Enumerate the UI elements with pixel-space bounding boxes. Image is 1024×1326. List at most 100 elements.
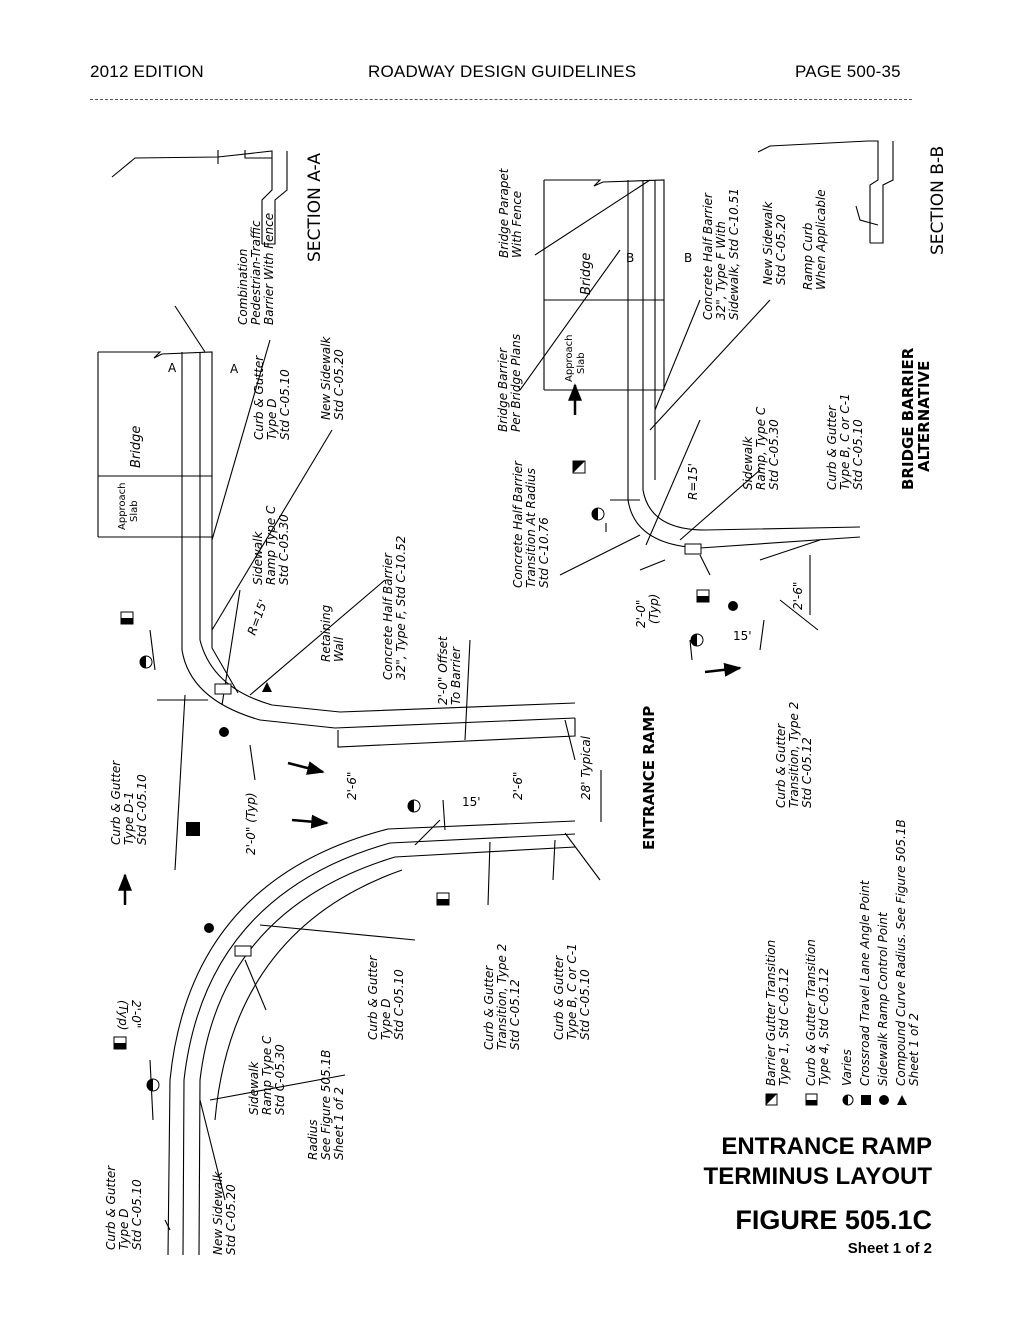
bridge-barrier-alternative-label: BRIDGE BARRIER ALTERNATIVE bbox=[899, 347, 933, 490]
svg-text:Curb & Gutter: Curb & Gutter bbox=[552, 955, 566, 1040]
svg-text:Std C-05.30: Std C-05.30 bbox=[273, 1044, 287, 1115]
svg-text:32", Type F, Std C-10.52: 32", Type F, Std C-10.52 bbox=[394, 536, 408, 680]
ramp-detail-icon bbox=[234, 945, 252, 957]
fifteen-ft-b-label: 15' bbox=[733, 629, 752, 643]
svg-text:Slab: Slab bbox=[576, 352, 587, 374]
svg-text:Bridge Barrier: Bridge Barrier bbox=[496, 347, 510, 432]
sidewalk-ramp-c-top-label: Sidewalk Ramp Type C Std C-05.30 bbox=[251, 505, 291, 585]
svg-text:(Typ): (Typ) bbox=[647, 594, 661, 624]
svg-text:2'-0": 2'-0" bbox=[129, 1000, 143, 1028]
linework bbox=[97, 140, 894, 1256]
curb-gutter-d-bot-label: Curb & Gutter Type D Std C-05.10 bbox=[104, 1165, 144, 1250]
svg-text:Std C-05.10: Std C-05.10 bbox=[392, 969, 406, 1040]
svg-text:Std C-05.10: Std C-05.10 bbox=[278, 369, 292, 440]
filled-circle-icon bbox=[728, 601, 738, 611]
svg-text:Std C-05.20: Std C-05.20 bbox=[332, 349, 346, 420]
two-ft-typ-c-label: 2'-0" (Typ) bbox=[634, 594, 661, 628]
svg-text:Type D-1: Type D-1 bbox=[122, 792, 136, 845]
svg-text:Varies: Varies bbox=[840, 1049, 854, 1086]
concrete-half-barrier-top-label: Concrete Half Barrier 32", Type F, Std C… bbox=[381, 536, 408, 680]
flow-arrows bbox=[118, 383, 742, 905]
svg-text:Pedestrian-Traffic: Pedestrian-Traffic bbox=[249, 220, 263, 325]
svg-text:Std C-05.12: Std C-05.12 bbox=[800, 737, 814, 808]
legend-item-sidewalk-ramp: Sidewalk Ramp Control Point bbox=[876, 911, 890, 1105]
svg-text:Concrete Half Barrier: Concrete Half Barrier bbox=[701, 192, 715, 320]
svg-text:Ramp Curb: Ramp Curb bbox=[801, 222, 815, 290]
title-line2: TERMINUS LAYOUT bbox=[703, 1163, 932, 1190]
legend-item-varies: Varies bbox=[840, 1049, 854, 1106]
two-ft-typ-b-label: 2'-0" (Typ) bbox=[116, 1000, 143, 1030]
bridge-parapet-label: Bridge Parapet With Fence bbox=[497, 167, 524, 258]
svg-text:Std C-10.76: Std C-10.76 bbox=[537, 517, 551, 588]
svg-text:When Applicable: When Applicable bbox=[814, 189, 828, 290]
r15-b-label: R=15' bbox=[686, 463, 700, 500]
new-sidewalk-top-label: New Sidewalk Std C-05.20 bbox=[319, 336, 346, 420]
title-line1: ENTRANCE RAMP bbox=[721, 1133, 932, 1160]
svg-text:Curb & Gutter: Curb & Gutter bbox=[482, 965, 496, 1050]
svg-text:Std C-05.10: Std C-05.10 bbox=[135, 774, 149, 845]
svg-text:Ramp Type C: Ramp Type C bbox=[260, 1035, 274, 1115]
svg-text:Crossroad Travel Lane Angle Po: Crossroad Travel Lane Angle Point bbox=[858, 879, 872, 1086]
section-marker-a2: A bbox=[230, 362, 239, 376]
svg-text:Curb & Gutter: Curb & Gutter bbox=[366, 955, 380, 1040]
curb-gutter-transition-2-a-label: Curb & Gutter Transition, Type 2 Std C-0… bbox=[482, 944, 522, 1050]
two-ft-six-b-label: 2'-6" bbox=[511, 772, 525, 800]
svg-text:Concrete Half Barrier: Concrete Half Barrier bbox=[381, 552, 395, 680]
svg-text:Std C-05.20: Std C-05.20 bbox=[774, 214, 788, 285]
sidewalk-ramp-c-mid-label: Sidewalk Ramp Type C Std C-05.30 bbox=[247, 1035, 287, 1115]
svg-text:Per Bridge Plans: Per Bridge Plans bbox=[509, 334, 523, 432]
section-marker-b2: B bbox=[684, 251, 692, 265]
svg-text:Sidewalk, Std C-10.51: Sidewalk, Std C-10.51 bbox=[727, 188, 741, 320]
svg-text:32", Type F With: 32", Type F With bbox=[714, 221, 728, 320]
svg-text:Sheet 1 of 2: Sheet 1 of 2 bbox=[332, 1087, 346, 1160]
svg-text:ALTERNATIVE: ALTERNATIVE bbox=[915, 361, 933, 472]
svg-text:Curb & Gutter Transition: Curb & Gutter Transition bbox=[804, 939, 818, 1086]
fifteen-ft-a-label: 15' bbox=[462, 795, 481, 809]
concrete-transition-radius-label: Concrete Half Barrier Transition At Radi… bbox=[511, 460, 551, 588]
bridge-b-label: Bridge bbox=[579, 253, 594, 295]
svg-text:BRIDGE BARRIER: BRIDGE BARRIER bbox=[899, 347, 917, 490]
radius-see-label: Radius See Figure 505.1B Sheet 1 of 2 bbox=[306, 1050, 346, 1160]
svg-text:Ramp, Type C: Ramp, Type C bbox=[754, 406, 768, 490]
svg-text:Curb & Gutter: Curb & Gutter bbox=[104, 1165, 118, 1250]
svg-text:New Sidewalk: New Sidewalk bbox=[319, 336, 333, 420]
header-edition: 2012 EDITION bbox=[90, 62, 204, 81]
header-document-title: ROADWAY DESIGN GUIDELINES bbox=[368, 62, 637, 81]
svg-text:Type D: Type D bbox=[379, 999, 393, 1040]
svg-text:Bridge Parapet: Bridge Parapet bbox=[497, 167, 511, 258]
filled-circle-icon bbox=[204, 923, 214, 933]
curb-gutter-d1-label: Curb & Gutter Type D-1 Std C-05.10 bbox=[109, 760, 149, 845]
legend-item-compound-curve: Compound Curve Radius. See Figure 505.1B… bbox=[894, 819, 921, 1105]
svg-text:See Figure 505.1B: See Figure 505.1B bbox=[319, 1050, 333, 1160]
legend-item-crossroad: Crossroad Travel Lane Angle Point bbox=[858, 879, 872, 1105]
bridge-a-label: Bridge bbox=[129, 426, 144, 468]
sidewalk-ramp-c-b-label: Sidewalk Ramp, Type C Std C-05.30 bbox=[741, 406, 781, 490]
svg-text:Type D: Type D bbox=[117, 1209, 131, 1250]
svg-text:Type 1, Std C-05.12: Type 1, Std C-05.12 bbox=[777, 968, 791, 1086]
svg-text:Curb & Gutter: Curb & Gutter bbox=[774, 723, 788, 808]
figure-number: FIGURE 505.1C bbox=[735, 1205, 932, 1235]
flow-arrow bbox=[704, 662, 742, 677]
curb-gutter-d-mid-label: Curb & Gutter Type D Std C-05.10 bbox=[366, 955, 406, 1040]
svg-text:Std C-05.20: Std C-05.20 bbox=[224, 1184, 238, 1255]
two-ft-typ-label: 2'-0" (Typ) bbox=[244, 792, 258, 855]
svg-text:Type D: Type D bbox=[265, 399, 279, 440]
svg-text:Compound Curve Radius. See Fig: Compound Curve Radius. See Figure 505.1B bbox=[894, 819, 908, 1086]
approach-slab-a-label: Approach Slab bbox=[117, 482, 140, 530]
twenty-eight-typical-label: 28' Typical bbox=[579, 735, 593, 800]
filled-triangle-icon bbox=[262, 682, 272, 692]
two-ft-six-a-label: 2'-6" bbox=[345, 772, 359, 800]
svg-text:To Barrier: To Barrier bbox=[449, 646, 463, 705]
svg-text:Approach: Approach bbox=[117, 482, 128, 530]
ramp-detail-icon bbox=[214, 683, 232, 695]
svg-text:Barrier With Fence: Barrier With Fence bbox=[262, 213, 276, 325]
new-sidewalk-b-label: New Sidewalk Std C-05.20 bbox=[761, 201, 788, 285]
svg-text:Sidewalk: Sidewalk bbox=[741, 436, 755, 490]
symbols bbox=[113, 460, 738, 1092]
svg-text:Curb & Gutter: Curb & Gutter bbox=[109, 760, 123, 845]
flow-arrow bbox=[287, 761, 325, 775]
